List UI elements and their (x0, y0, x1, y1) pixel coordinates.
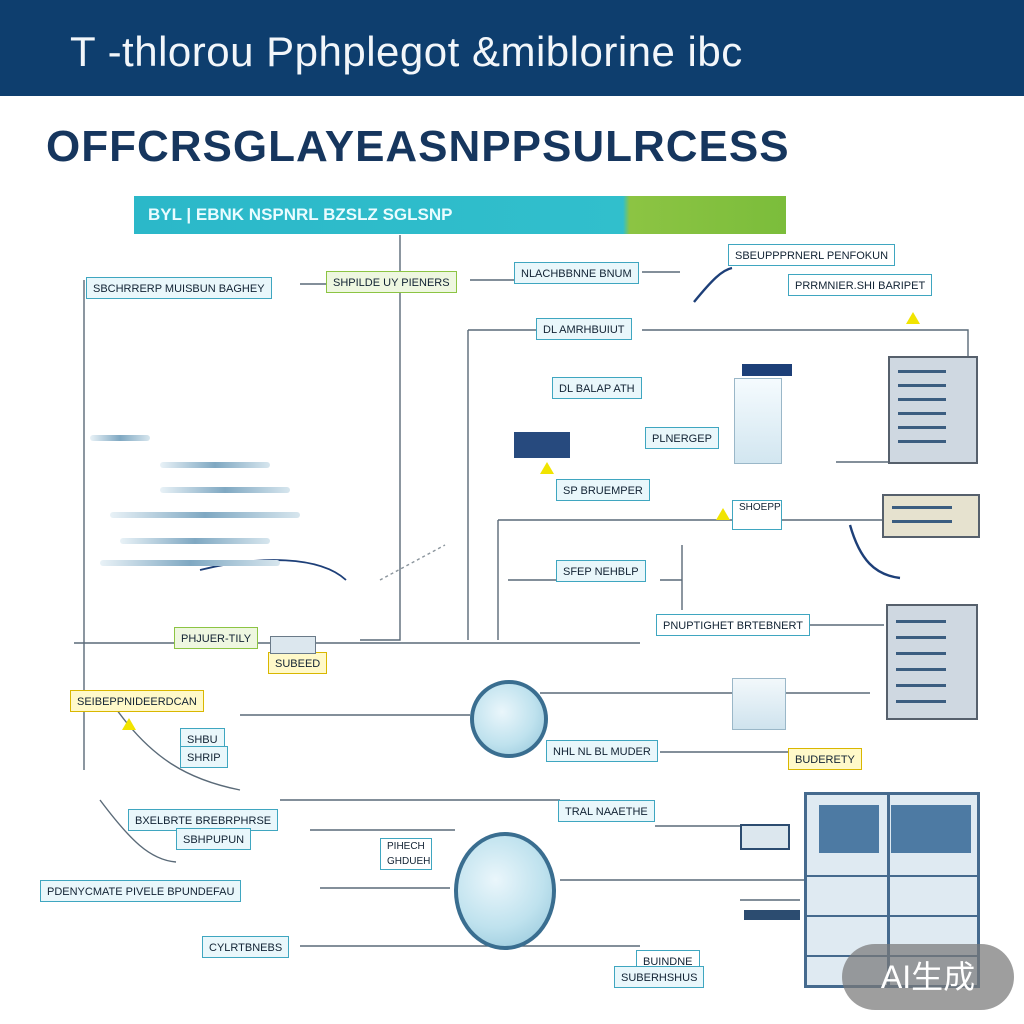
label-nhl-nl-bl: NHL NL BL MUDER (546, 740, 658, 762)
label-buderety: BUDERETY (788, 748, 862, 770)
label-sbhpupun: SBHPUPUN (176, 828, 252, 850)
highlight-arrow-icon (122, 718, 136, 730)
header-title: T -thlorou Pphplegot &miblorine ibc (70, 28, 743, 75)
label-shrip: SHRIP (180, 746, 228, 768)
label-bxelbrte: BXELBRTE BREBRPHRSE (128, 809, 279, 831)
label-pihech-ghdueh: PIHECH GHDUEH (380, 838, 432, 870)
label-seibeppnideer: SEIBEPPNIDEERDCAN (70, 690, 204, 712)
control-panel-2 (882, 494, 980, 538)
label-dl-balap: DL BALAP ATH (552, 377, 642, 399)
wave-line (100, 560, 280, 566)
ai-generated-badge: AI生成 (842, 944, 1014, 1010)
exchanger-box (732, 678, 786, 730)
label-plnergep: PLNERGEP (645, 427, 719, 449)
wave-line (90, 435, 150, 441)
wave-line (160, 462, 270, 468)
label-sbchrrerp: SBCHRRERP MUISBUN BAGHEY (86, 277, 272, 299)
tank-upper (470, 680, 548, 758)
label-suberhshus: SUBERHSHUS (614, 966, 705, 988)
pump-unit (514, 432, 570, 458)
tank-lower (454, 832, 556, 950)
wave-line (110, 512, 300, 518)
label-sfep-nehblp: SFEP NEHBLP (556, 560, 646, 582)
highlight-arrow-icon (716, 508, 730, 520)
label-cylrtbnebs: CYLRTBNEBS (202, 936, 290, 958)
header-bar: T -thlorou Pphplegot &miblorine ibc (0, 0, 1024, 96)
highlight-arrow-icon (540, 462, 554, 474)
label-shpilde: SHPILDE UY PIENERS (326, 271, 457, 293)
storage-grid-unit (804, 792, 980, 988)
label-sp-bruemper: SP BRUEMPER (556, 479, 650, 501)
label-pnuptighet: PNUPTIGHET BRTEBNERT (656, 614, 810, 636)
valve-block (270, 636, 316, 654)
process-banner: BYL | EBNK NSPNRL BZSLZ SGLSNP (134, 196, 786, 234)
control-cabinet-1 (888, 356, 978, 464)
label-phjuer-tily: PHJUER-TILY (174, 627, 259, 649)
banner-text: BYL | EBNK NSPNRL BZSLZ SGLSNP (148, 205, 453, 224)
wave-line (120, 538, 270, 544)
label-nlachbbnne: NLACHBBNNE BNUM (514, 262, 639, 284)
highlight-arrow-icon (906, 312, 920, 324)
label-tral-naaethe: TRAL NAAETHE (558, 800, 655, 822)
diagram-heading: OFFCRSGLAYEASNPPSULRCESS (46, 122, 790, 171)
meter-box (740, 824, 790, 850)
label-subeed: SUBEED (268, 652, 328, 674)
label-dl-amrhbuiut: DL AMRHBUIUT (536, 318, 632, 340)
label-shoepp: SHOEPP (732, 500, 782, 530)
label-prrmnier: PRRMNIER.SHI BARIPET (788, 274, 933, 296)
pipe-fitting (744, 910, 800, 920)
filter-unit (734, 378, 782, 464)
label-sbeupppr: SBEUPPPRNERL PENFOKUN (728, 244, 896, 266)
label-pdenycmate: PDENYCMATE PIVELE BPUNDEFAU (40, 880, 242, 902)
filter-unit-cap (742, 364, 792, 376)
wave-line (160, 487, 290, 493)
control-cabinet-3 (886, 604, 978, 720)
